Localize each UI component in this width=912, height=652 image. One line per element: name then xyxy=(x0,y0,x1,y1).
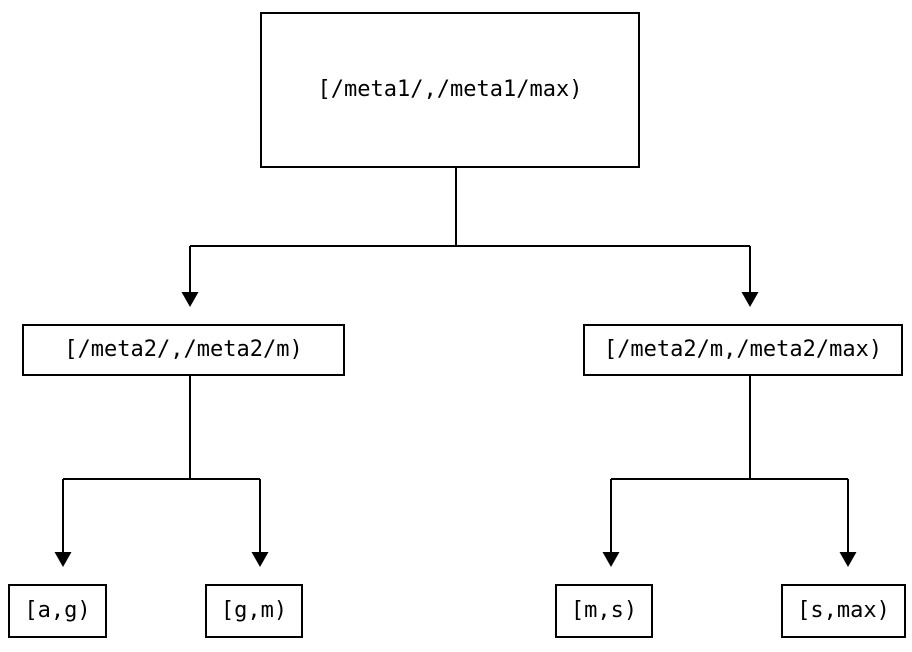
tree-leaf-a-g: [a,g) xyxy=(8,584,107,638)
tree-leaf-m-s: [m,s) xyxy=(555,584,653,638)
arrow-down-icon xyxy=(602,552,620,567)
arrow-down-icon xyxy=(54,552,72,567)
tree-node-meta2-high: [/meta2/m,/meta2/max) xyxy=(583,324,903,376)
arrow-down-icon xyxy=(181,292,199,307)
arrow-down-icon xyxy=(741,292,759,307)
edge-group-left xyxy=(54,376,269,567)
arrow-down-icon xyxy=(839,552,857,567)
tree-leaf-g-m: [g,m) xyxy=(205,584,303,638)
tree-node-root: [/meta1/,/meta1/max) xyxy=(260,12,640,168)
tree-node-meta2-low: [/meta2/,/meta2/m) xyxy=(22,324,345,376)
edge-group-root xyxy=(181,168,759,307)
arrow-down-icon xyxy=(251,552,269,567)
tree-leaf-s-max: [s,max) xyxy=(781,584,906,638)
edge-group-right xyxy=(602,376,857,567)
